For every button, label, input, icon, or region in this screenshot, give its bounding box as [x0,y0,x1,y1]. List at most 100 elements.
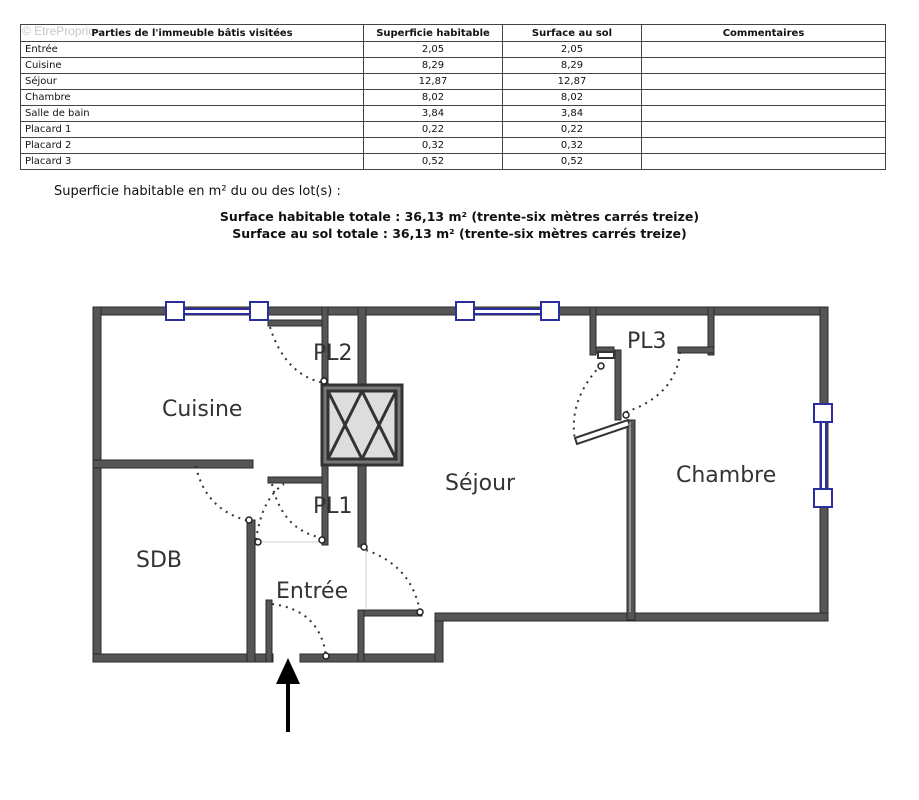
cell-room: Séjour [20,73,364,90]
wall-chambre [626,419,636,621]
wall-pl1-top [267,476,329,484]
room-label-pl3: PL3 [627,329,667,354]
window-sejour-post [540,301,560,321]
wall-pl3-door-side [614,349,622,421]
wall-bottom-left [92,653,274,663]
room-label-entree: Entrée [276,579,348,604]
door-swing-pl1 [271,483,323,539]
cell-room: Chambre [20,89,364,106]
total-sol: Surface au sol totale : 36,13 m² (trente… [232,226,687,241]
cell-habitable: 12,87 [363,73,503,90]
cell-habitable: 3,84 [363,105,503,122]
wall-entree-inner [359,609,423,617]
cell-sol: 8,02 [502,89,642,106]
cell-comment [641,121,886,138]
hinges [245,362,630,660]
cell-room: Cuisine [20,57,364,74]
cell-sol: 0,22 [502,121,642,138]
entry-arrow-head [276,658,300,684]
cell-habitable: 0,22 [363,121,503,138]
wall-pl3-left [589,306,597,356]
hinge [318,536,326,544]
surface-table: Parties de l'immeuble bâtis visitées Sup… [20,24,886,170]
wall-pl2-top [267,319,329,327]
wall-cuisine-sdb [92,459,254,469]
room-label-sdb: SDB [136,548,182,573]
cell-habitable: 8,02 [363,89,503,106]
wall-bottom-mid [299,653,441,663]
door-swing-entree [271,603,327,657]
cell-sol: 3,84 [502,105,642,122]
door-swings [195,326,681,657]
cell-comment [641,41,886,58]
window-cuisine-post [249,301,269,321]
room-label-cuisine: Cuisine [162,397,242,422]
floor-plan: Cuisine PL2 PL1 SDB Entrée Séjour PL3 Ch… [92,301,833,732]
door-swing-chambre [572,364,602,441]
wall-left [92,306,102,663]
guide-lines [256,422,631,612]
cell-comment [641,105,886,122]
cell-comment [641,89,886,106]
cell-sol: 0,52 [502,153,642,170]
cell-sol: 0,32 [502,137,642,154]
cell-habitable: 0,32 [363,137,503,154]
door-swing-sdb [195,465,250,522]
cell-sol: 2,05 [502,41,642,58]
cell-room: Placard 2 [20,137,364,154]
cell-room: Entrée [20,41,364,58]
room-label-sejour: Séjour [445,471,516,496]
surface-subtitle: Superficie habitable en m² du ou des lot… [54,184,341,199]
col-header-sol: Surface au sol [502,24,642,42]
door-leaf-pl3 [597,351,615,359]
door-swing-sejour [365,549,421,613]
cell-room: Salle de bain [20,105,364,122]
windows [165,301,833,508]
hinge [254,538,262,546]
cell-sol: 12,87 [502,73,642,90]
total-habitable: Surface habitable totale : 36,13 m² (tre… [219,209,700,224]
door-swing-pl2 [269,326,325,384]
hinge [360,543,368,551]
duct-inner [326,389,398,461]
window-sejour-post [455,301,475,321]
room-label-chambre: Chambre [676,463,776,488]
wall-sdb-right [246,519,256,663]
duct-cross [360,390,398,460]
col-header-parties: Parties de l'immeuble bâtis visitées [20,24,364,42]
wall-pl3-bottom [677,346,715,354]
cell-comment [641,57,886,74]
duct-cross [326,390,364,460]
hinge [322,652,330,660]
door-leaves [573,351,632,446]
cell-habitable: 2,05 [363,41,503,58]
hinge [597,362,605,370]
cell-comment [641,137,886,154]
window-cuisine-frame [174,308,261,315]
cell-room: Placard 3 [20,153,364,170]
hinge [416,608,424,616]
hinge [320,377,328,385]
wall-entree-post [357,609,365,663]
cell-room: Placard 1 [20,121,364,138]
cell-comment [641,73,886,90]
window-sejour-frame [464,308,551,315]
cell-comment [641,153,886,170]
room-label-pl1: PL1 [313,494,353,519]
hinge [245,516,253,524]
col-header-commentaires: Commentaires [641,24,886,42]
wall-pl3-right [707,306,715,356]
room-label-pl2: PL2 [313,341,353,366]
door-swing-sdb2 [255,483,285,541]
window-chambre-post [813,403,833,423]
wall-entry-jamb [265,599,273,663]
cell-habitable: 0,52 [363,153,503,170]
